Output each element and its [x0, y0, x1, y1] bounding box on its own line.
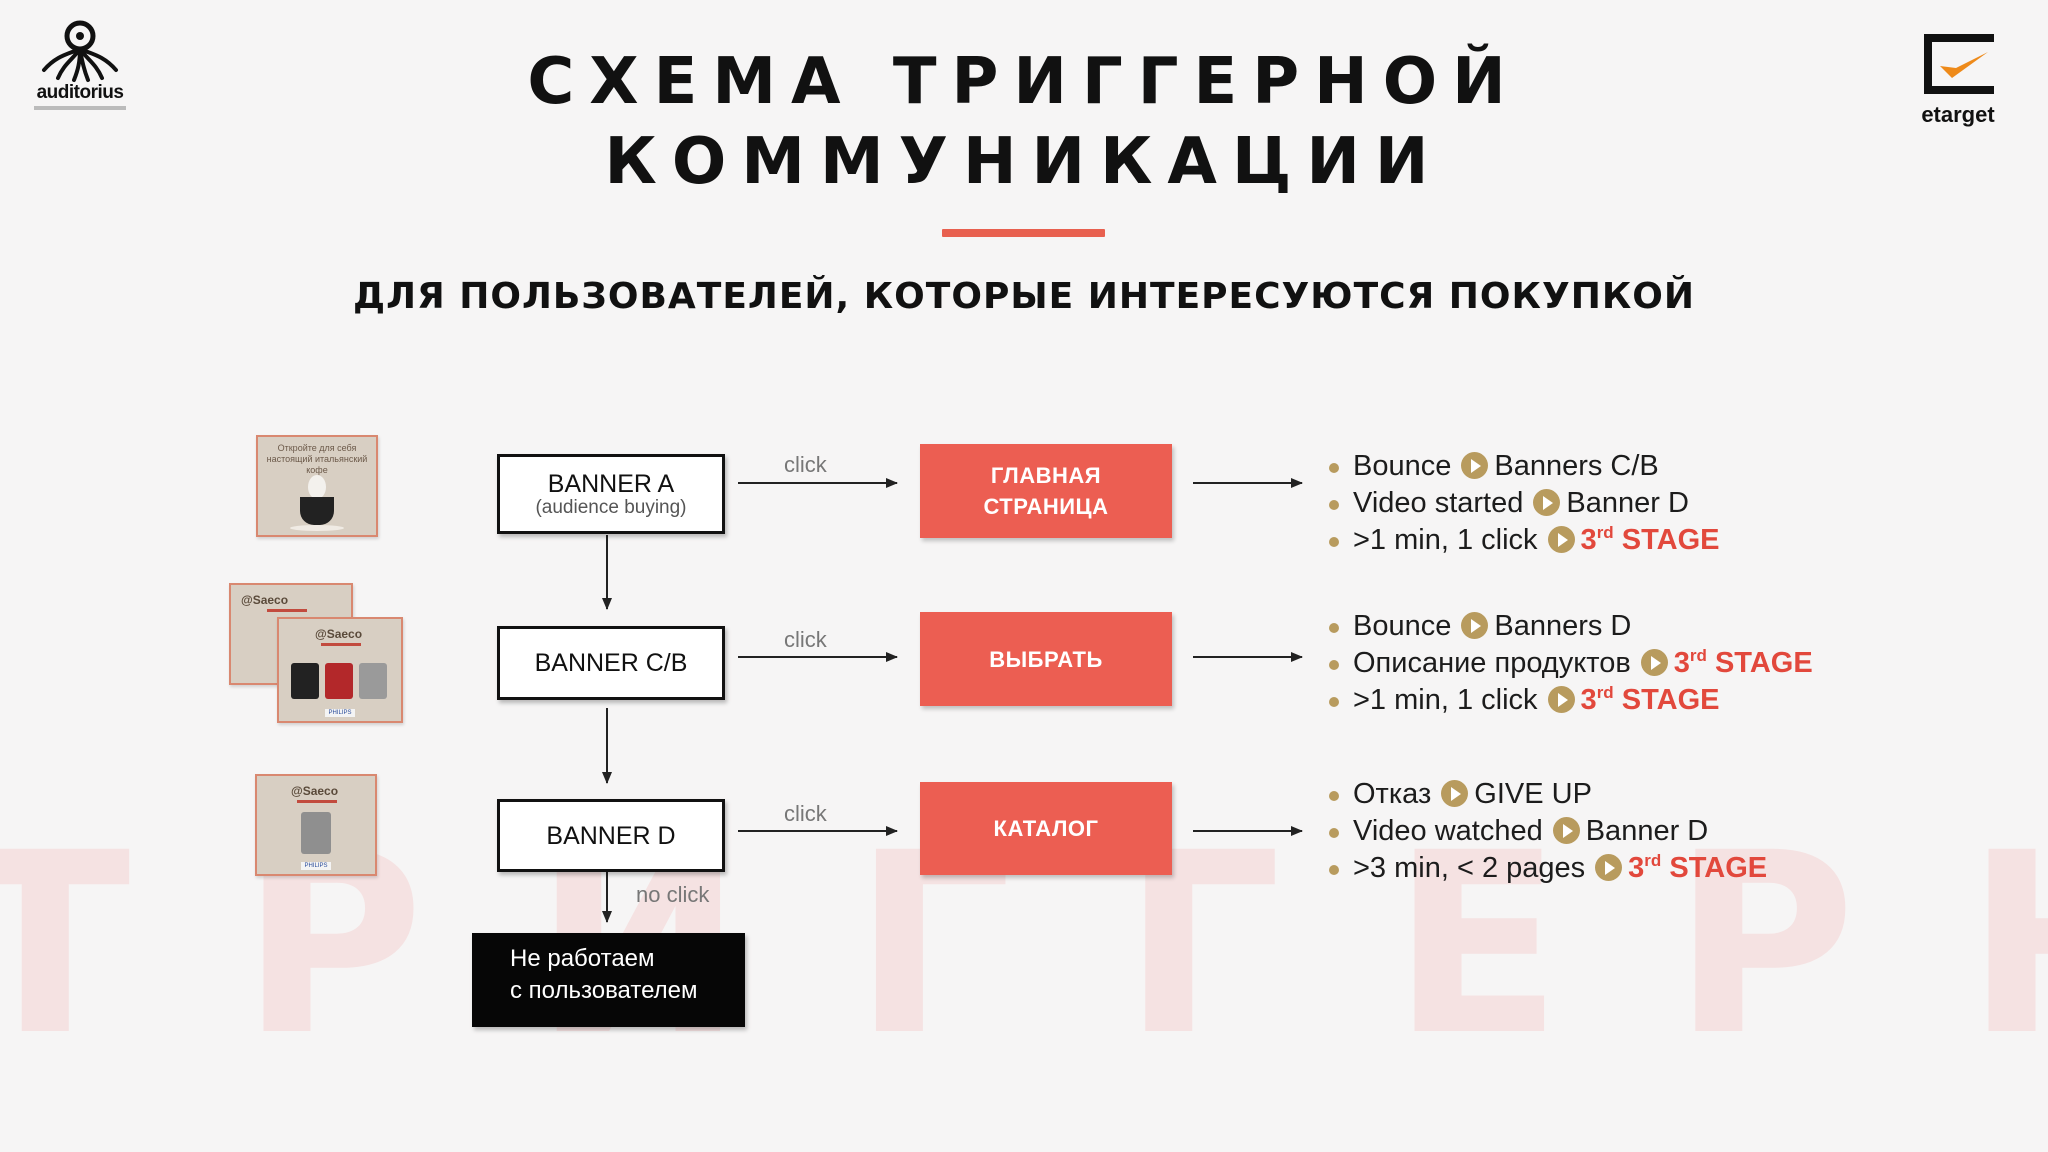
stage-label: 3rd STAGE: [1580, 523, 1720, 556]
main-page-box: ГЛАВНАЯ СТРАНИЦА: [920, 444, 1172, 538]
banner-b-thumbnail: @Saeco PHILIPS: [277, 617, 403, 723]
page-title: СХЕМА ТРИГГЕРНОЙ КОММУНИКАЦИИ: [424, 42, 1624, 202]
coffee-machine-icon: [325, 663, 353, 699]
catalog-page-box: КАТАЛОГ: [920, 782, 1172, 875]
philips-label: PHILIPS: [325, 709, 355, 717]
banner-d-thumbnail: @Saeco PHILIPS: [255, 774, 377, 876]
banner-cb-label: BANNER C/B: [534, 649, 688, 677]
coffee-machine-icon: [301, 812, 331, 854]
main-page-line-2: СТРАНИЦА: [983, 494, 1109, 519]
play-icon: [1640, 649, 1668, 676]
catalog-page-label: КАТАЛОГ: [993, 816, 1099, 841]
page-subtitle: ДЛЯ ПОЛЬЗОВАТЕЛЕЙ, КОТОРЫЕ ИНТЕРЕСУЮТСЯ …: [353, 276, 1695, 317]
play-icon: [1461, 612, 1489, 639]
play-icon: [1547, 526, 1575, 553]
banner-a-sublabel: (audience buying): [535, 497, 687, 518]
banner-b-brand: @Saeco: [315, 627, 363, 641]
coffee-machine-icon: [291, 663, 319, 699]
click-label-row2: click: [784, 627, 827, 652]
click-label-row1: click: [784, 452, 827, 477]
stage-label: 3rd STAGE: [1673, 646, 1813, 679]
stage-label: 3rd STAGE: [1580, 683, 1720, 716]
auditorius-logo: auditorius: [30, 20, 130, 110]
coffee-cup-icon: [300, 497, 334, 525]
main-page-line-1: ГЛАВНАЯ: [990, 463, 1102, 488]
coffee-machine-icon: [359, 663, 387, 699]
auditorius-wordmark: auditorius: [36, 82, 124, 103]
banner-a-label: BANNER A: [547, 470, 675, 498]
banner-d-box: BANNER D: [497, 799, 725, 872]
banner-d-label: BANNER D: [546, 821, 676, 850]
auditorius-tagline: [34, 106, 126, 110]
philips-label: PHILIPS: [301, 862, 331, 870]
banner-d-brand: @Saeco: [291, 784, 339, 798]
choose-page-label: ВЫБРАТЬ: [989, 646, 1103, 672]
banner-a-thumbnail-text: Откройте для себя настоящий итальянский …: [266, 443, 368, 475]
title-line-1: СХЕМА ТРИГГЕРНОЙ: [527, 45, 1521, 119]
banner-cb-box: BANNER C/B: [497, 626, 725, 700]
play-icon: [1441, 780, 1469, 807]
banner-a-thumbnail: Откройте для себя настоящий итальянский …: [256, 435, 378, 537]
octopus-icon: [42, 20, 118, 82]
etarget-logo: etarget: [1918, 30, 1998, 130]
play-icon: [1547, 686, 1575, 713]
etarget-wordmark: etarget: [1921, 102, 1995, 127]
no-click-label: no click: [636, 882, 710, 907]
etarget-mark-icon: [1924, 34, 1994, 94]
banner-a-box: BANNER A (audience buying): [497, 454, 725, 534]
choose-page-box: ВЫБРАТЬ: [920, 612, 1172, 706]
click-label-row3: click: [784, 801, 827, 826]
stage-label: 3rd STAGE: [1628, 851, 1768, 884]
play-icon: [1533, 489, 1561, 516]
banner-c-brand: @Saeco: [241, 593, 289, 607]
title-line-2: КОММУНИКАЦИИ: [604, 125, 1444, 199]
dead-end-line-2: с пользователем: [510, 977, 698, 1004]
play-icon: [1595, 854, 1623, 881]
play-icon: [1552, 817, 1580, 844]
dead-end-line-1: Не работаем: [510, 945, 655, 972]
title-underline: [942, 229, 1105, 237]
dead-end-box: Не работаем с пользователем: [472, 933, 745, 1027]
play-icon: [1461, 452, 1489, 479]
